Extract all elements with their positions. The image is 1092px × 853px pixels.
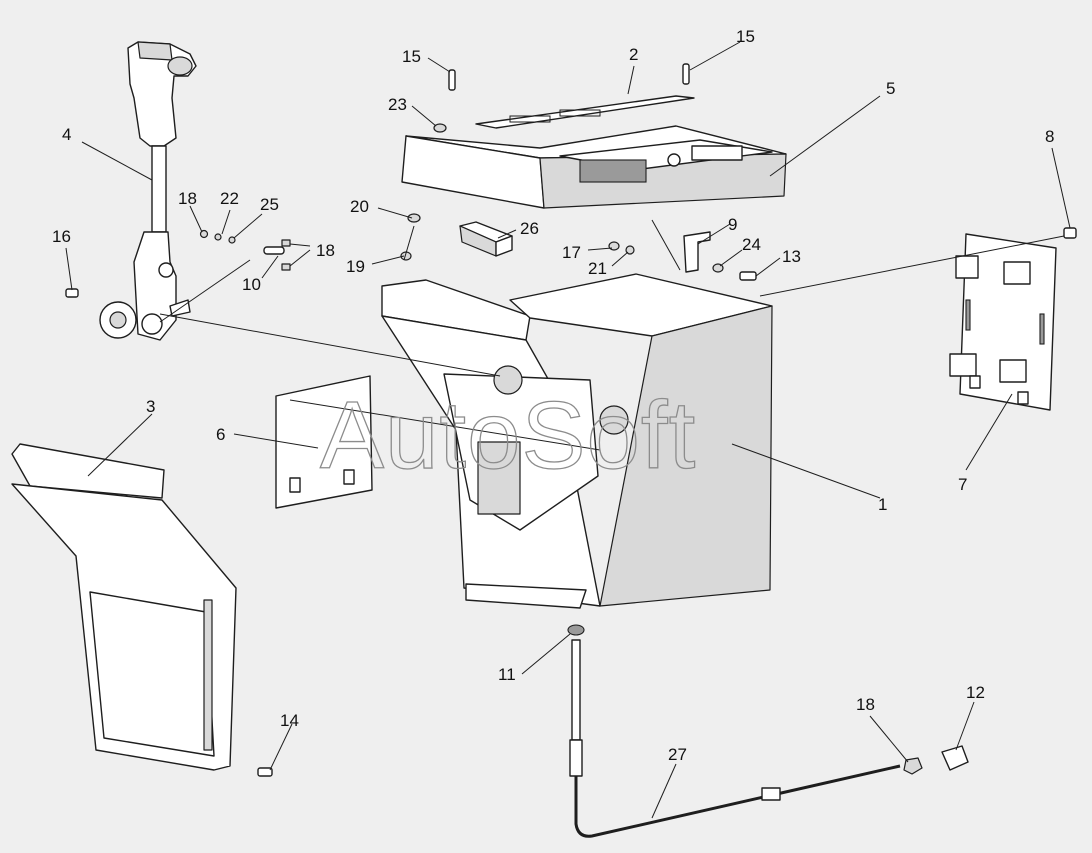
callout-12: 12 [966,683,985,702]
lever-fasteners [65,229,291,298]
callout-2: 2 [629,45,638,64]
leader-lines [65,41,1071,819]
part-1-main-housing [381,273,773,609]
callout-23: 23 [388,95,407,114]
part-7-back-panel [949,233,1057,411]
callout-7: 7 [958,475,967,494]
callout-15-right: 15 [736,27,755,46]
callout-5: 5 [886,79,895,98]
callout-22: 22 [220,189,239,208]
callout-4: 4 [62,125,71,144]
callout-14: 14 [280,711,299,730]
callout-26: 26 [520,219,539,238]
callout-1: 1 [878,495,887,514]
callout-11: 11 [498,665,516,684]
part-2-top-plate [475,95,695,129]
callout-16: 16 [52,227,71,246]
callout-27: 27 [668,745,687,764]
part-4-control-lever [99,41,197,341]
callout-18-middle: 18 [316,241,335,260]
callout-13: 13 [782,247,801,266]
callout-9: 9 [728,215,737,234]
callout-18-left: 18 [178,189,197,208]
callout-25: 25 [260,195,279,214]
callout-8: 8 [1045,127,1054,146]
part-26-block [459,221,513,257]
callout-3: 3 [146,397,155,416]
callout-20: 20 [350,197,369,216]
part-3-front-cover [11,443,237,771]
misc-fasteners [257,63,1077,777]
callout-15-left: 15 [402,47,421,66]
callout-labels: 1 2 3 4 5 6 7 8 9 10 11 12 13 14 15 15 1… [52,27,1054,764]
callout-17: 17 [562,243,581,262]
callout-18-bottom: 18 [856,695,875,714]
callout-10: 10 [242,275,261,294]
part-5-upper-panel [401,125,787,209]
callout-6: 6 [216,425,225,444]
callout-19: 19 [346,257,365,276]
part-27-control-cable [569,639,969,838]
callout-21: 21 [588,259,607,278]
watermark-text: AutoSoft [320,382,696,489]
callout-24: 24 [742,235,761,254]
